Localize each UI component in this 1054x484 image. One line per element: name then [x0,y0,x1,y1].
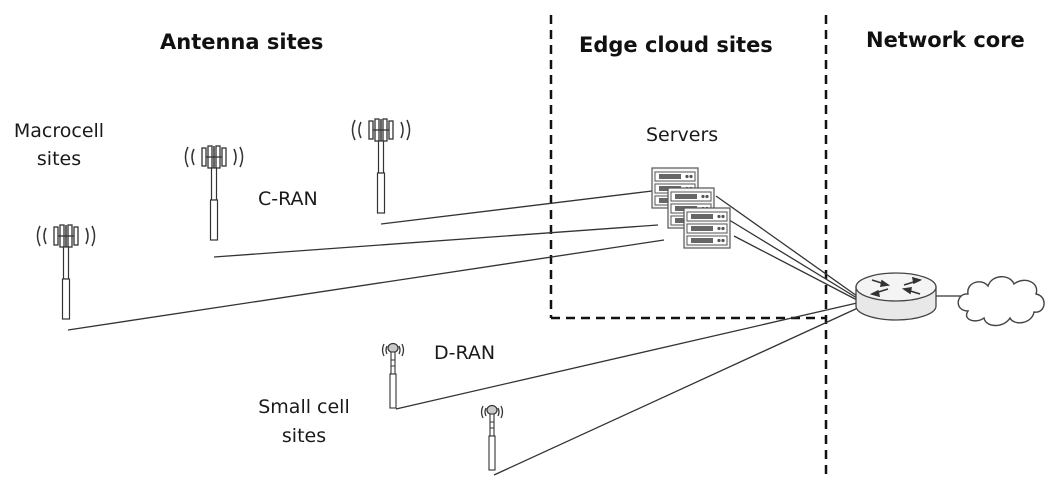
network-core-heading: Network core [866,28,1025,52]
router-icon [855,272,937,321]
small-cell-sites-label: Small cell sites [244,396,364,448]
small-cell-label-line2: sites [281,424,327,447]
edge-cloud-sites-heading: Edge cloud sites [579,33,773,57]
c-ran-label: C-RAN [258,188,318,210]
c-ran-links [67,190,665,331]
macro-tower-icon-2 [184,145,244,241]
servers-label: Servers [646,124,719,146]
small-cell-antenna-icon-2 [480,404,504,471]
macrocell-sites-label: Macrocell sites [4,120,114,171]
macro-tower-icon-1 [351,118,411,214]
cloud-icon [957,276,1045,327]
macrocell-label-line2: sites [36,147,82,170]
small-cell-label-line1: Small cell [258,396,350,418]
backhaul-links [395,195,964,476]
antenna-sites-heading: Antenna sites [160,30,324,54]
small-cell-antenna-icon-1 [381,342,405,409]
server-stack [651,167,731,249]
macro-tower-icon-3 [36,224,96,320]
server-icon-3 [683,207,731,249]
macrocell-label-line1: Macrocell [13,120,105,142]
d-ran-label: D-RAN [434,342,496,364]
